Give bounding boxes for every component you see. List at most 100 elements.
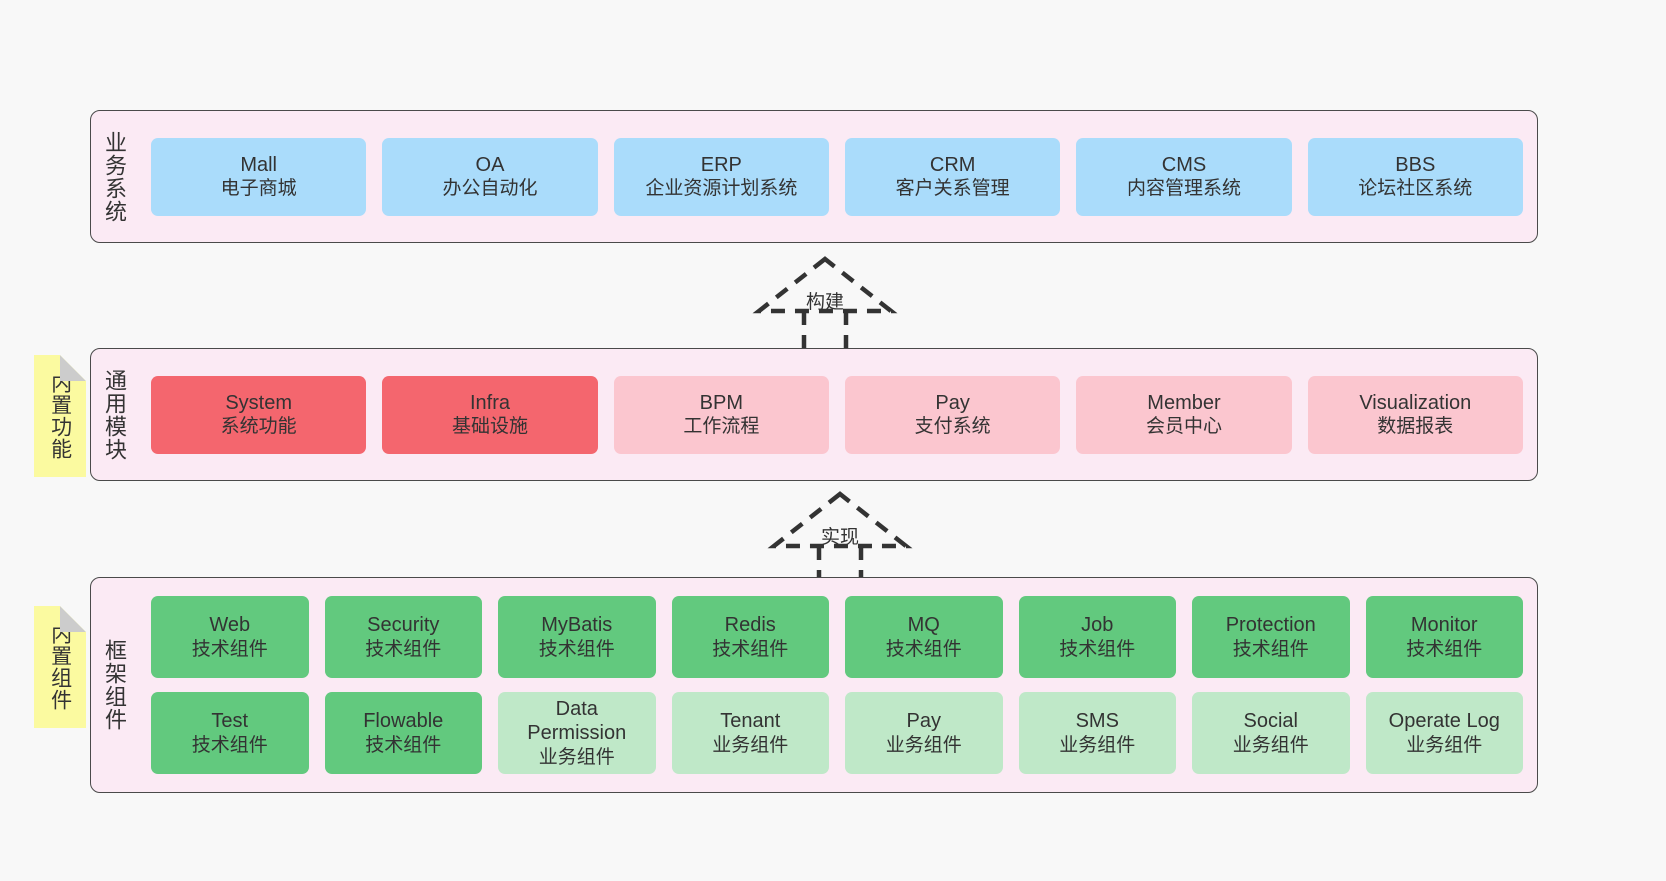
component-box-mq[interactable]: MQ 技术组件: [845, 596, 1003, 678]
note-builtin-components: 内置组件: [34, 606, 86, 728]
component-desc: 技术组件: [365, 734, 442, 756]
component-box-web[interactable]: Web 技术组件: [151, 596, 309, 678]
layer-common-modules: 通用模块 System 系统功能 Infra 基础设施 BPM 工作流程 Pay…: [90, 348, 1538, 481]
component-name: Job: [1081, 614, 1114, 637]
component-name: Protection: [1225, 614, 1316, 637]
component-name: Data Permission: [527, 698, 627, 745]
layer-body-common-modules: System 系统功能 Infra 基础设施 BPM 工作流程 Pay 支付系统…: [137, 349, 1537, 480]
component-name: Test: [211, 710, 249, 733]
component-box-pay[interactable]: Pay 业务组件: [845, 692, 1003, 774]
layer-title-business-systems: 业务系统: [101, 130, 127, 223]
module-box-mall[interactable]: Mall 电子商城: [151, 137, 367, 216]
component-box-sms[interactable]: SMS 业务组件: [1018, 692, 1176, 774]
layer-body-business-systems: Mall 电子商城 OA 办公自动化 ERP 企业资源计划系统 CRM 客户关系…: [137, 111, 1537, 242]
component-name: MyBatis: [541, 614, 613, 637]
note-fold-icon: [60, 606, 86, 632]
module-name: CRM: [929, 153, 976, 176]
module-box-crm[interactable]: CRM 客户关系管理: [844, 137, 1061, 216]
component-desc: 技术组件: [712, 638, 789, 660]
component-name: MQ: [907, 614, 940, 637]
note-label: 内置组件: [48, 623, 72, 711]
layer-business-systems: 业务系统 Mall 电子商城 OA 办公自动化 ERP 企业资源计划系统 CRM…: [90, 110, 1538, 243]
layer-title-framework-components: 框架组件: [101, 639, 127, 731]
component-box-redis[interactable]: Redis 技术组件: [671, 596, 829, 678]
module-name: ERP: [700, 153, 742, 176]
component-name: Flowable: [363, 710, 444, 733]
module-desc: 客户关系管理: [895, 178, 1010, 200]
module-desc: 论坛社区系统: [1358, 178, 1473, 200]
framework-row-technical: Web 技术组件 Security 技术组件 MyBatis 技术组件 Redi…: [151, 596, 1523, 678]
module-box-visualization[interactable]: Visualization 数据报表: [1307, 375, 1523, 454]
connector-implement: 实现: [760, 490, 920, 590]
module-name: BBS: [1395, 153, 1436, 176]
note-fold-icon: [60, 355, 86, 381]
component-desc: 业务组件: [1059, 734, 1136, 756]
module-box-infra[interactable]: Infra 基础设施: [382, 375, 598, 454]
module-name: Member: [1147, 391, 1221, 414]
module-desc: 系统功能: [220, 416, 297, 438]
component-box-protection[interactable]: Protection 技术组件: [1192, 596, 1350, 678]
generalization-arrowhead-icon: [767, 491, 913, 549]
module-desc: 企业资源计划系统: [645, 178, 798, 200]
module-name: OA: [475, 153, 505, 176]
component-box-job[interactable]: Job 技术组件: [1018, 596, 1176, 678]
component-desc: 技术组件: [191, 734, 268, 756]
component-desc: 业务组件: [712, 734, 789, 756]
module-box-member[interactable]: Member 会员中心: [1076, 375, 1292, 454]
connector-build-label: 构建: [805, 292, 845, 313]
component-box-test[interactable]: Test 技术组件: [151, 692, 309, 774]
module-box-pay[interactable]: Pay 支付系统: [844, 375, 1061, 454]
module-name: CMS: [1161, 153, 1207, 176]
component-desc: 技术组件: [538, 638, 615, 660]
component-box-flowable[interactable]: Flowable 技术组件: [324, 692, 482, 774]
component-box-security[interactable]: Security 技术组件: [324, 596, 482, 678]
component-box-operate-log[interactable]: Operate Log 业务组件: [1365, 692, 1523, 774]
generalization-arrowhead-icon: [752, 256, 898, 314]
module-name: System: [225, 391, 292, 414]
module-name: Infra: [469, 391, 510, 414]
module-desc: 内容管理系统: [1126, 178, 1241, 200]
module-box-system[interactable]: System 系统功能: [151, 375, 367, 454]
layer-title-common-modules: 通用模块: [101, 368, 127, 461]
component-name: Security: [367, 614, 440, 637]
layer-body-framework-components: Web 技术组件 Security 技术组件 MyBatis 技术组件 Redi…: [137, 578, 1537, 792]
module-box-cms[interactable]: CMS 内容管理系统: [1076, 137, 1292, 216]
connector-build: 构建: [745, 255, 905, 355]
component-name: Social: [1243, 710, 1298, 733]
component-desc: 业务组件: [1232, 734, 1309, 756]
module-desc: 基础设施: [451, 416, 528, 438]
component-box-data-permission[interactable]: Data Permission 业务组件: [498, 692, 656, 774]
component-box-social[interactable]: Social 业务组件: [1192, 692, 1350, 774]
framework-row-business: Test 技术组件 Flowable 技术组件 Data Permission …: [151, 692, 1523, 774]
module-box-bbs[interactable]: BBS 论坛社区系统: [1307, 137, 1523, 216]
component-name: Web: [209, 614, 251, 637]
module-box-oa[interactable]: OA 办公自动化: [382, 137, 598, 216]
note-builtin-features: 内置功能: [34, 355, 86, 477]
component-box-monitor[interactable]: Monitor 技术组件: [1365, 596, 1523, 678]
module-desc: 办公自动化: [442, 178, 538, 200]
component-desc: 技术组件: [1406, 638, 1483, 660]
connector-shaft-icon: [801, 311, 849, 355]
component-desc: 技术组件: [1232, 638, 1309, 660]
module-name: BPM: [699, 391, 743, 414]
component-desc: 技术组件: [1059, 638, 1136, 660]
component-desc: 技术组件: [191, 638, 268, 660]
module-name: Pay: [935, 391, 970, 414]
module-desc: 电子商城: [220, 178, 297, 200]
module-desc: 会员中心: [1145, 416, 1222, 438]
module-name: Visualization: [1359, 391, 1472, 414]
component-name: Operate Log: [1388, 710, 1500, 733]
component-desc: 业务组件: [885, 734, 962, 756]
component-desc: 技术组件: [365, 638, 442, 660]
component-name: Tenant: [720, 710, 781, 733]
component-name: Monitor: [1410, 614, 1478, 637]
module-box-bpm[interactable]: BPM 工作流程: [613, 375, 829, 454]
component-box-mybatis[interactable]: MyBatis 技术组件: [498, 596, 656, 678]
note-label: 内置功能: [48, 372, 72, 460]
module-desc: 支付系统: [914, 416, 991, 438]
module-box-erp[interactable]: ERP 企业资源计划系统: [613, 137, 829, 216]
module-desc: 数据报表: [1377, 416, 1454, 438]
module-name: Mall: [240, 153, 277, 176]
component-box-tenant[interactable]: Tenant 业务组件: [671, 692, 829, 774]
component-name: SMS: [1075, 710, 1119, 733]
